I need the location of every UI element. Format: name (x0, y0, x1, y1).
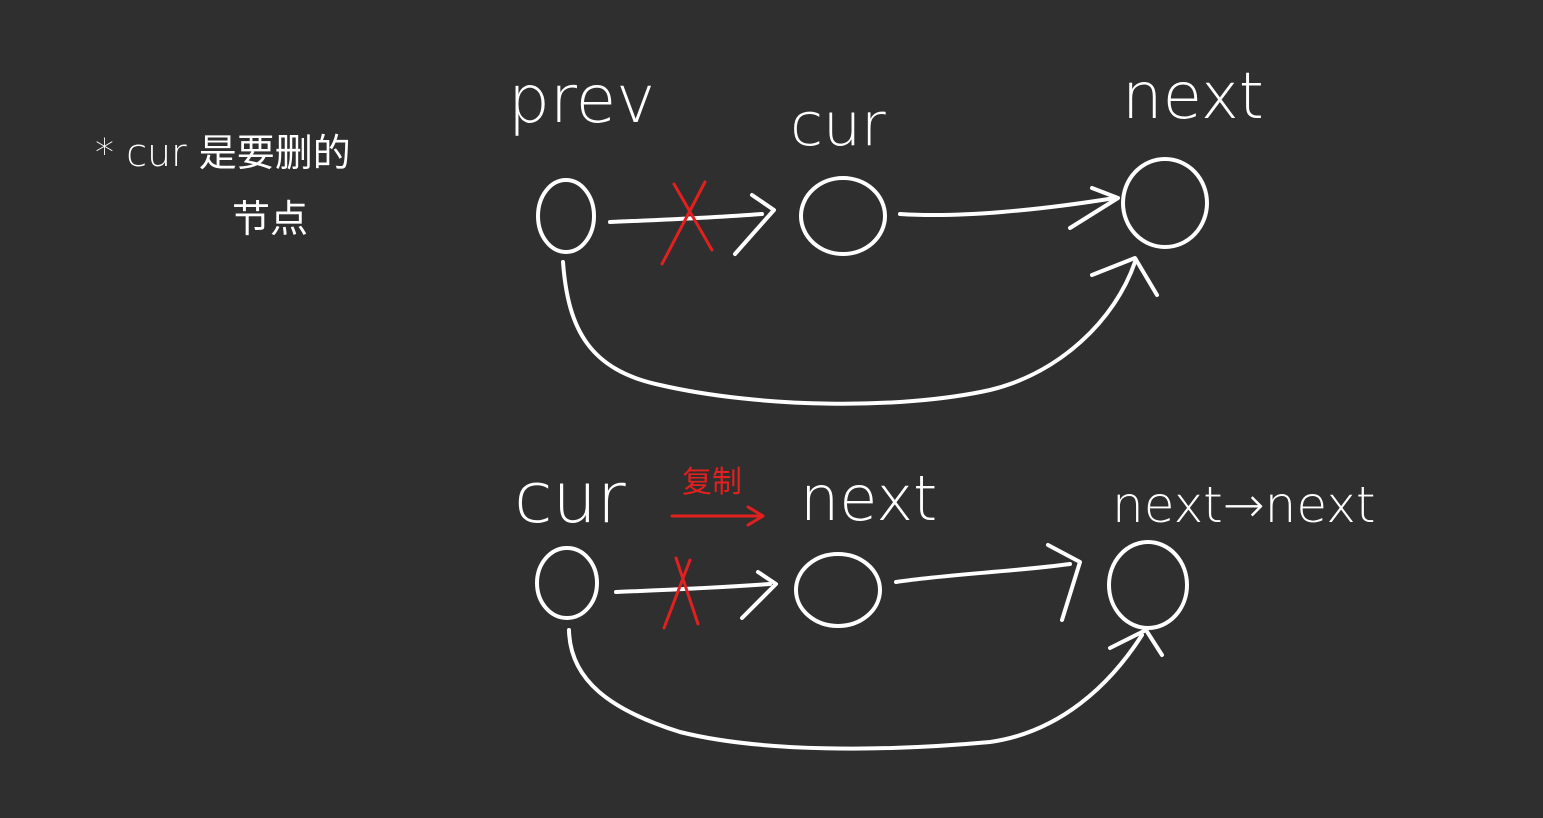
cross-prev-to-cur (660, 180, 714, 266)
arrow-cur-to-next-bottom-head (740, 570, 778, 620)
label-next-top: next (1122, 60, 1264, 134)
arrow-prev-to-next-curve-head (1090, 256, 1159, 297)
node-next-next (1107, 540, 1189, 630)
label-cur-bottom: cur (514, 457, 626, 539)
arrow-prev-to-cur-head (733, 193, 776, 256)
arrow-cur-to-nextnext-curve (567, 628, 1144, 751)
label-next-bottom: next (800, 462, 937, 535)
arrow-prev-to-next-curve (561, 260, 1137, 406)
node-prev (536, 178, 596, 254)
cross-cur-to-next (662, 556, 700, 630)
arrow-next-to-nextnext-head (1046, 543, 1082, 622)
node-cur-bottom (535, 546, 599, 620)
node-next-top (1121, 157, 1209, 249)
label-next-next: next→next (1112, 476, 1375, 534)
node-next-bottom (794, 552, 882, 628)
arrow-next-to-nextnext (894, 562, 1072, 584)
note-line2: 节点 (232, 197, 308, 241)
arrow-cur-to-next-top (898, 196, 1117, 218)
arrow-cur-to-next-top-head (1068, 186, 1120, 230)
arrow-cur-to-nextnext-curve-head (1108, 628, 1164, 657)
arrow-cur-to-next-bottom (614, 582, 772, 594)
note-line1: * cur 是要删的 (95, 131, 351, 175)
node-cur-top (799, 176, 887, 256)
label-copy: 复制 (682, 465, 742, 500)
label-prev: prev (508, 61, 655, 138)
label-cur-top: cur (790, 90, 886, 160)
arrow-copy (670, 505, 765, 527)
